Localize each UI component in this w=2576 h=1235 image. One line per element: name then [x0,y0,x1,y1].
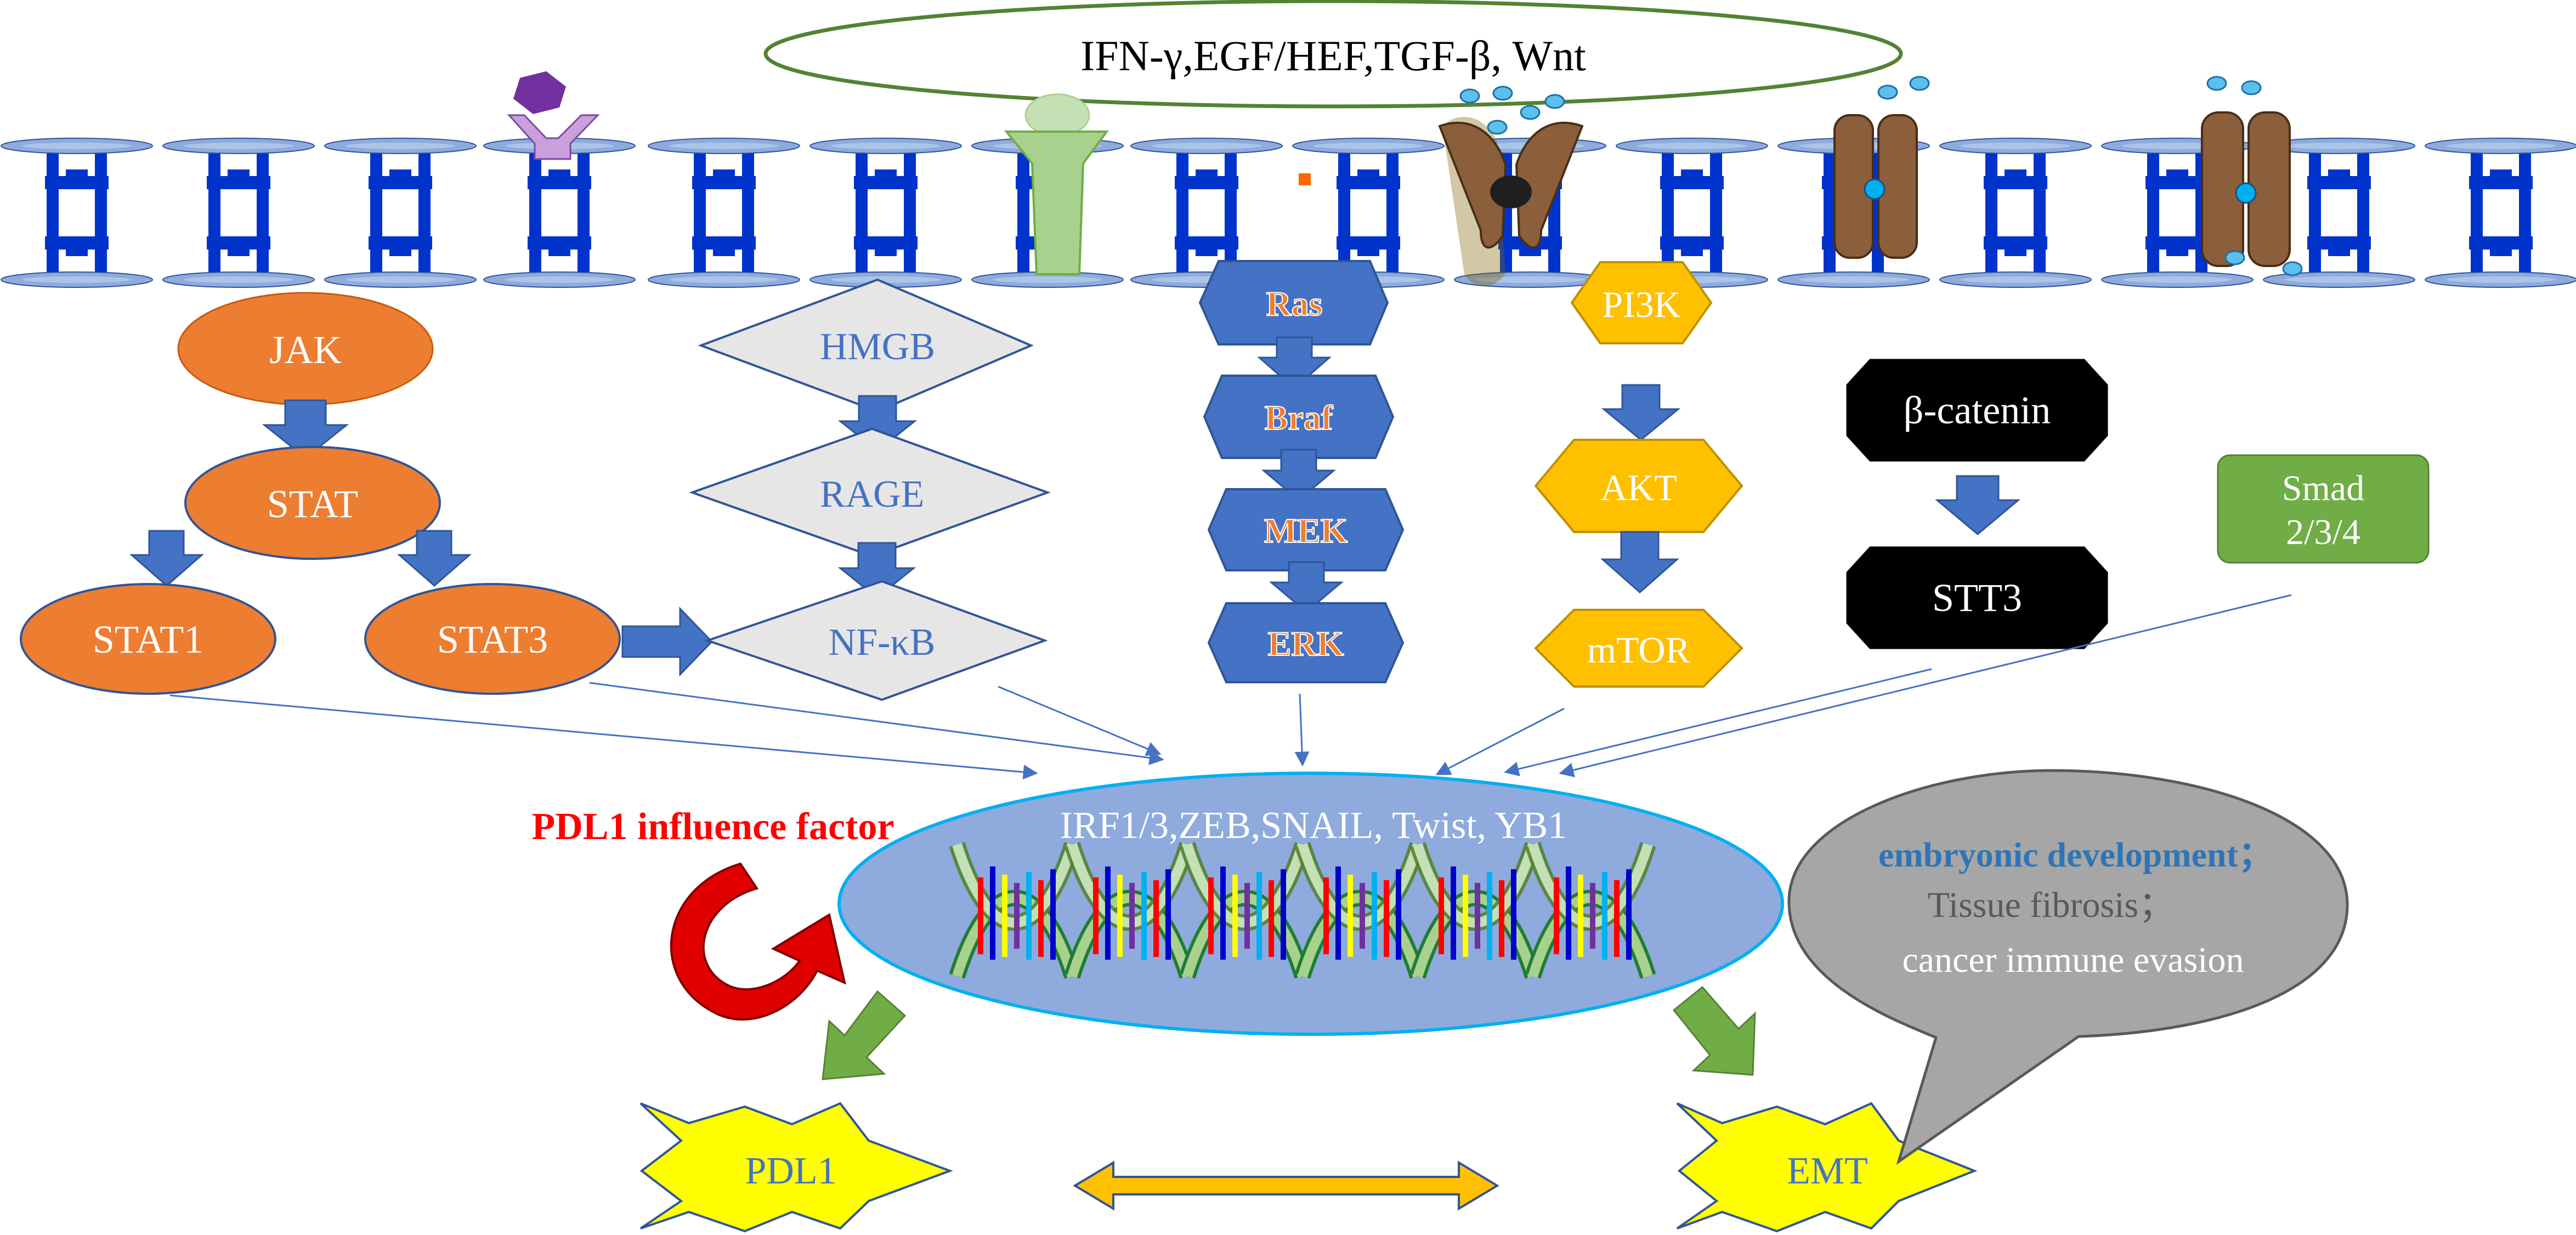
nfkb-label: NF-κB [829,621,936,664]
pdl1-label: PDL1 [745,1150,836,1192]
stt3-node [1846,546,2108,649]
channel-3 [2201,111,2291,267]
stat-label: STAT [267,482,358,526]
arrow-nucleus-emt [1672,985,1756,1076]
signal-ellipse [763,0,1903,109]
beta-catenin-label: β-catenin [1904,388,2051,432]
nfkb-node [704,580,1048,701]
influence-title: PDL1 influence factor [532,806,894,848]
stat1-node [20,583,276,695]
arrow-stat3-nfkb [621,607,714,677]
arrow-jak-stat [262,399,349,459]
beta-catenin-node [1846,359,2108,462]
purple-receptor [507,71,600,160]
stat3-label: STAT3 [437,618,548,661]
channel-1 [1438,117,1584,287]
speech-bubble [1787,769,2349,1165]
ions [1459,76,2303,276]
mtor-node [1534,609,1743,688]
signal-text: IFN-γ,EGF/HEF,TGF-β, Wnt [1080,32,1586,80]
speech-line3: cancer immune evasion [1902,940,2244,980]
stat-node [184,446,441,560]
mtor-label: mTOR [1587,629,1690,671]
arrow-pi3k-akt [1601,384,1681,441]
stat1-label: STAT1 [93,618,203,661]
arrow-rage-nfkb [837,542,916,599]
speech-line1: embryonic development； [1878,835,2273,874]
curved-red-arrow [670,862,846,1021]
mek-label: MEK [1264,511,1348,550]
arrow-ras-braf [1257,336,1332,389]
akt-node [1534,439,1743,533]
smad-label-line2: 2/3/4 [2286,512,2360,552]
mek-node [1207,488,1405,571]
arrow-stat-stat1 [129,530,204,587]
ras-node [1198,260,1389,345]
arrow-catenin-stt3 [1934,475,2021,535]
hmgb-label: HMGB [820,326,935,368]
braf-label: Braf [1265,398,1333,437]
erk-node [1207,602,1405,683]
connector-lines [169,594,2292,780]
stat3-node [364,583,621,695]
speech-line2: Tissue fibrosis； [1928,885,2175,925]
erk-label: ERK [1268,624,1344,663]
arrow-mek-erk [1269,561,1344,613]
pi3k-node [1570,261,1713,344]
jak-label: JAK [269,328,342,372]
emt-label: EMT [1787,1150,1868,1192]
arrow-akt-mtor [1600,531,1679,594]
smad-node [2217,454,2430,564]
green-receptor [1004,93,1109,275]
pdl1-star [639,1102,953,1233]
nucleus-factors: IRF1/3,ZEB,SNAIL, Twist, YB1 [1060,805,1567,847]
double-arrow [1073,1160,1499,1211]
membrane-marker [1299,173,1311,185]
emt-star [1676,1102,1978,1233]
rage-label: RAGE [820,473,925,515]
channel-2 [1833,114,1918,259]
arrow-stat-stat3 [397,530,472,587]
braf-node [1203,375,1395,459]
arrow-hmgb-rage [837,395,918,452]
ras-label: Ras [1266,284,1322,323]
pi3k-label: PI3K [1602,284,1681,325]
arrow-nucleus-pdl1 [822,990,907,1080]
stt3-label: STT3 [1932,576,2022,620]
arrow-braf-mek [1261,449,1337,501]
smad-label-line1: Smad [2282,468,2364,508]
akt-label: AKT [1600,467,1677,508]
